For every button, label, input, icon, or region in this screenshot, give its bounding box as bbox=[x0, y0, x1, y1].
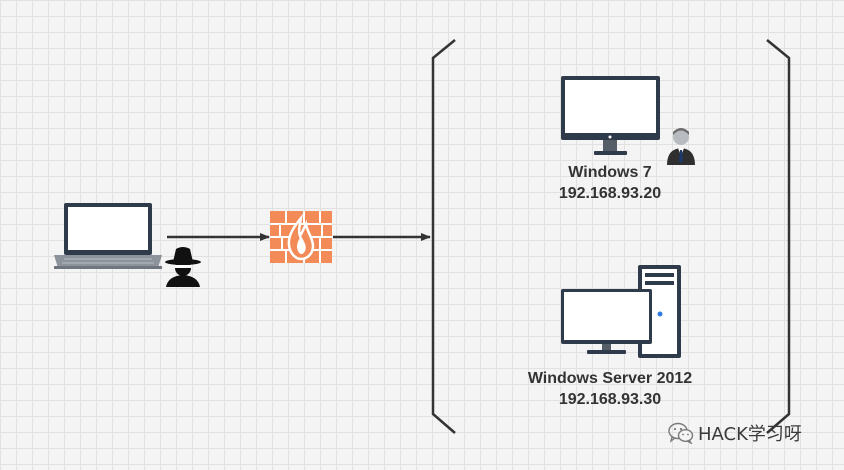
network-bracket-left bbox=[431, 39, 456, 434]
server-ip: 192.168.93.30 bbox=[558, 391, 662, 408]
watermark-text: HACK学习呀 bbox=[698, 424, 802, 445]
network-bracket-right bbox=[766, 39, 791, 434]
server-label: Windows Server 2012 192.168.93.30 bbox=[480, 368, 740, 410]
monitor-icon-server bbox=[561, 289, 652, 354]
win7-ip: 192.168.93.20 bbox=[558, 185, 662, 202]
laptop-icon bbox=[54, 203, 162, 269]
wechat-icon bbox=[668, 422, 694, 444]
win7-label: Windows 7 192.168.93.20 bbox=[510, 162, 710, 204]
hacker-icon bbox=[165, 247, 201, 287]
watermark: HACK学习呀 bbox=[668, 420, 802, 446]
server-name: Windows Server 2012 bbox=[527, 370, 693, 387]
user-icon bbox=[667, 128, 695, 165]
monitor-icon-win7 bbox=[561, 76, 660, 155]
win7-name: Windows 7 bbox=[568, 164, 652, 181]
firewall-icon bbox=[270, 211, 332, 263]
